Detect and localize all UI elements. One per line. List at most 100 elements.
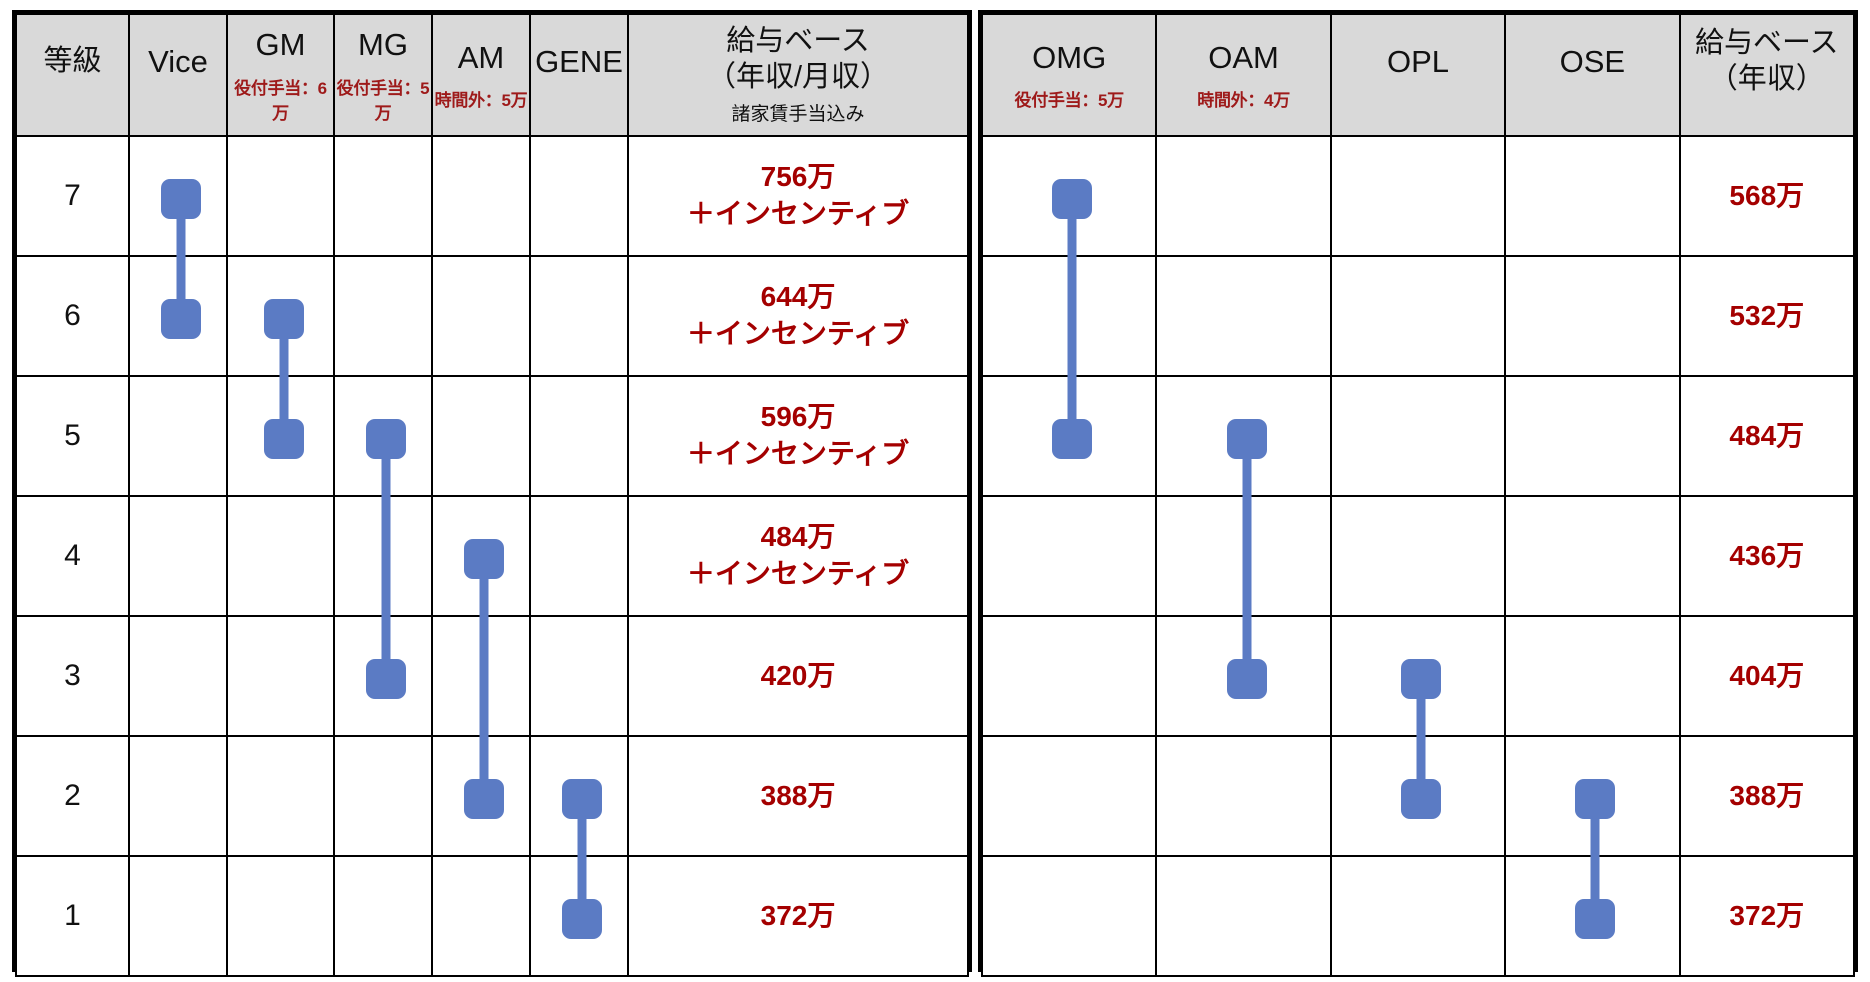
salary-base-cell: 420万	[627, 615, 969, 737]
salary-amount: 372万	[1729, 900, 1805, 931]
track-cell-ose	[1504, 855, 1681, 977]
track-cell-omg	[980, 735, 1158, 857]
track-cell-ose	[1504, 735, 1681, 857]
salary-incentive-note: ＋インセンティブ	[686, 198, 910, 229]
salary-base-cell: 568万	[1678, 135, 1856, 257]
track-cell-oam	[1155, 615, 1332, 737]
column-header-title: MG	[358, 27, 408, 63]
track-cell-ose	[1504, 255, 1681, 377]
column-header-opl: OPL	[1329, 13, 1507, 137]
salary-base-cell: 484万	[1678, 375, 1856, 497]
track-cell-mg	[333, 255, 433, 377]
table-row: 3 420万	[15, 615, 969, 737]
salary-base-cell: 484万＋インセンティブ	[627, 495, 969, 617]
salary-base-cell: 532万	[1678, 255, 1856, 377]
salary-incentive-note: ＋インセンティブ	[686, 318, 910, 349]
track-cell-am	[431, 735, 531, 857]
column-header-note: 諸家賃手当込み	[731, 103, 865, 125]
track-cell-vice	[128, 135, 228, 257]
track-cell-opl	[1329, 615, 1507, 737]
salary-amount: 372万	[760, 900, 836, 931]
column-header-title: 給与ベース（年収/月収）	[706, 25, 890, 93]
table-row: 404万	[980, 615, 1856, 737]
salary-amount: 568万	[1729, 180, 1805, 211]
track-cell-mg	[333, 495, 433, 617]
salary-base-cell: 404万	[1678, 615, 1856, 737]
column-header-allowance: 役付手当：5万	[1014, 91, 1125, 111]
salary-amount: 644万	[760, 281, 836, 313]
column-header-給与ベース: 給与ベース（年収）	[1678, 13, 1856, 137]
column-header-title: OSE	[1559, 43, 1626, 79]
track-cell-vice	[128, 855, 228, 977]
salary-amount: 388万	[760, 780, 836, 811]
track-cell-omg	[980, 135, 1158, 257]
salary-base-cell: 756万＋インセンティブ	[627, 135, 969, 257]
track-cell-ose	[1504, 375, 1681, 497]
salary-amount: 484万	[760, 521, 836, 553]
track-cell-mg	[333, 735, 433, 857]
salary-amount: 420万	[760, 660, 836, 691]
track-cell-oam	[1155, 855, 1332, 977]
header-spacer	[1332, 80, 1504, 107]
salary-base-cell: 388万	[627, 735, 969, 857]
track-cell-gm	[226, 135, 335, 257]
column-header-allowance: 時間外：4万	[1197, 91, 1290, 111]
track-cell-opl	[1329, 135, 1507, 257]
header-spacer	[531, 80, 627, 107]
salary-base-cell: 372万	[627, 855, 969, 977]
column-header-oam: OAM 時間外：4万	[1155, 13, 1332, 137]
track-cell-mg	[333, 135, 433, 257]
table-row: 372万	[980, 855, 1856, 977]
salary-amount: 484万	[1729, 420, 1805, 451]
track-cell-omg	[980, 855, 1158, 977]
table-row: 4 484万＋インセンティブ	[15, 495, 969, 617]
track-cell-oam	[1155, 735, 1332, 857]
column-header-等級: 等級	[15, 13, 130, 137]
track-cell-ose	[1504, 135, 1681, 257]
track-cell-opl	[1329, 495, 1507, 617]
column-header-mg: MG 役付手当：5万	[333, 13, 433, 137]
salary-base-cell: 436万	[1678, 495, 1856, 617]
track-cell-oam	[1155, 255, 1332, 377]
column-header-ose: OSE	[1504, 13, 1681, 137]
track-cell-opl	[1329, 735, 1507, 857]
table-row: 532万	[980, 255, 1856, 377]
column-header-title: OAM	[1208, 39, 1279, 75]
track-cell-gm	[226, 255, 335, 377]
track-cell-am	[431, 135, 531, 257]
column-header-給与ベース: 給与ベース（年収/月収） 諸家賃手当込み	[627, 13, 969, 137]
column-header-title: 給与ベース（年収）	[1695, 27, 1839, 95]
right-grid: OMG 役付手当：5万 OAM 時間外：4万 OPL OSE 給与ベース（年収） 568万 5…	[980, 13, 1856, 977]
column-header-allowance: 時間外：5万	[434, 91, 528, 111]
table-row: 568万	[980, 135, 1856, 257]
column-header-allowance: 役付手当：5万	[336, 78, 430, 123]
track-cell-gene	[529, 135, 629, 257]
track-cell-gm	[226, 615, 335, 737]
track-cell-am	[431, 615, 531, 737]
salary-amount: 436万	[1729, 540, 1805, 571]
track-cell-oam	[1155, 495, 1332, 617]
track-cell-omg	[980, 495, 1158, 617]
grade-cell: 3	[15, 615, 130, 737]
track-cell-ose	[1504, 495, 1681, 617]
column-header-omg: OMG 役付手当：5万	[980, 13, 1158, 137]
grade-cell: 4	[15, 495, 130, 617]
header-spacer	[1506, 80, 1678, 107]
track-cell-opl	[1329, 375, 1507, 497]
track-cell-omg	[980, 375, 1158, 497]
track-cell-gene	[529, 615, 629, 737]
track-cell-omg	[980, 615, 1158, 737]
column-header-title: OMG	[1032, 39, 1107, 75]
column-header-title: 等級	[43, 44, 102, 77]
track-cell-oam	[1155, 375, 1332, 497]
track-cell-gm	[226, 735, 335, 857]
track-cell-vice	[128, 375, 228, 497]
track-cell-am	[431, 375, 531, 497]
column-header-title: Vice	[148, 43, 208, 79]
